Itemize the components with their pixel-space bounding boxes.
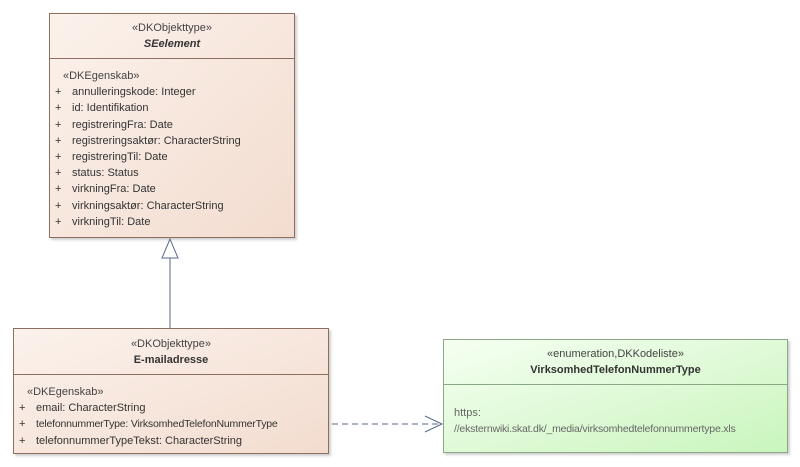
attribute-text: registreringsaktør: CharacterString bbox=[72, 134, 241, 147]
class-stereotype: «DKObjekttype» bbox=[131, 22, 213, 34]
visibility: + bbox=[55, 199, 62, 212]
attribute-row[interactable]: + telefonnummerTypeTekst: CharacterString bbox=[14, 433, 328, 449]
visibility: + bbox=[19, 418, 26, 431]
notes-section: https: //eksternwiki.skat.dk/_media/virk… bbox=[444, 385, 787, 437]
visibility: + bbox=[55, 183, 62, 196]
attribute-row[interactable]: + virkningFra: Date bbox=[50, 181, 294, 197]
visibility: + bbox=[55, 118, 62, 131]
visibility: + bbox=[55, 102, 62, 115]
class-name: VirksomhedTelefonNummerType bbox=[530, 364, 701, 376]
attributes-section: «DKEgenskab» + email: CharacterString + te… bbox=[14, 375, 328, 449]
attribute-row[interactable]: + telefonnummerType: VirksomhedTelefonNum… bbox=[14, 416, 328, 432]
visibility: + bbox=[55, 215, 62, 228]
class-virksomhedtelefonnummertype[interactable]: «enumeration,DKKodeliste» VirksomhedTele… bbox=[443, 339, 788, 453]
attribute-row[interactable]: + status: Status bbox=[50, 165, 294, 181]
section-stereotype: «DKEgenskab» bbox=[63, 70, 140, 82]
visibility: + bbox=[55, 86, 62, 99]
attribute-text: registreringTil: Date bbox=[72, 151, 168, 164]
attributes-section: «DKEgenskab» +annulleringskode: Integer … bbox=[50, 59, 294, 230]
class-stereotype: «enumeration,DKKodeliste» bbox=[547, 348, 684, 360]
attribute-text: registreringFra: Date bbox=[72, 118, 173, 131]
attribute-row[interactable]: + virkningsaktør: CharacterString bbox=[50, 198, 294, 214]
attribute-text: telefonnummerTypeTekst: CharacterString bbox=[36, 434, 243, 447]
attribute-text: annulleringskode: Integer bbox=[72, 86, 196, 99]
attribute-text: virkningsaktør: CharacterString bbox=[72, 199, 224, 212]
attribute-text: virkningTil: Date bbox=[72, 215, 151, 228]
class-stereotype: «DKObjekttype» bbox=[130, 338, 212, 350]
attribute-text: id: Identifikation bbox=[72, 102, 149, 115]
visibility: + bbox=[55, 167, 62, 180]
attribute-text: telefonnummerType: VirksomhedTelefonNumm… bbox=[36, 418, 278, 431]
attribute-row[interactable]: + email: CharacterString bbox=[14, 400, 328, 416]
class-emailadresse[interactable]: «DKObjekttype» E-mailadresse «DKEgenskab… bbox=[13, 328, 329, 454]
class-seelement[interactable]: «DKObjekttype» SEelement «DKEgenskab» + a… bbox=[49, 13, 295, 238]
class-header: «DKObjekttype» SEelement bbox=[50, 14, 294, 59]
attribute-row[interactable]: + virkningTil: Date bbox=[50, 214, 294, 230]
class-header: «enumeration,DKKodeliste» VirksomhedTele… bbox=[444, 340, 787, 385]
generalization-arrowhead bbox=[161, 237, 179, 259]
attribute-text: email: CharacterString bbox=[36, 402, 146, 415]
class-name: SEelement bbox=[143, 38, 201, 50]
note-line: //eksternwiki.skat.dk/_media/virksomhedt… bbox=[454, 423, 736, 435]
attribute-text: virkningFra: Date bbox=[72, 183, 156, 196]
attribute-row[interactable]: + id: Identifikation bbox=[50, 100, 294, 116]
attribute-row[interactable]: + registreringsaktør: CharacterString bbox=[50, 133, 294, 149]
section-stereotype: «DKEgenskab» bbox=[27, 386, 104, 398]
visibility: + bbox=[55, 134, 62, 147]
visibility: + bbox=[19, 402, 26, 415]
dependency-arrowhead bbox=[424, 415, 444, 433]
visibility: + bbox=[19, 434, 26, 447]
note-line: https: bbox=[454, 407, 481, 419]
class-header: «DKObjekttype» E-mailadresse bbox=[14, 329, 328, 375]
attribute-text: status: Status bbox=[72, 167, 139, 180]
visibility: + bbox=[55, 151, 62, 164]
attribute-row[interactable]: + annulleringskode: Integer bbox=[50, 84, 294, 100]
attribute-row[interactable]: + registreringFra: Date bbox=[50, 117, 294, 133]
attribute-row[interactable]: + registreringTil: Date bbox=[50, 149, 294, 165]
class-name: E-mailadresse bbox=[133, 354, 209, 366]
